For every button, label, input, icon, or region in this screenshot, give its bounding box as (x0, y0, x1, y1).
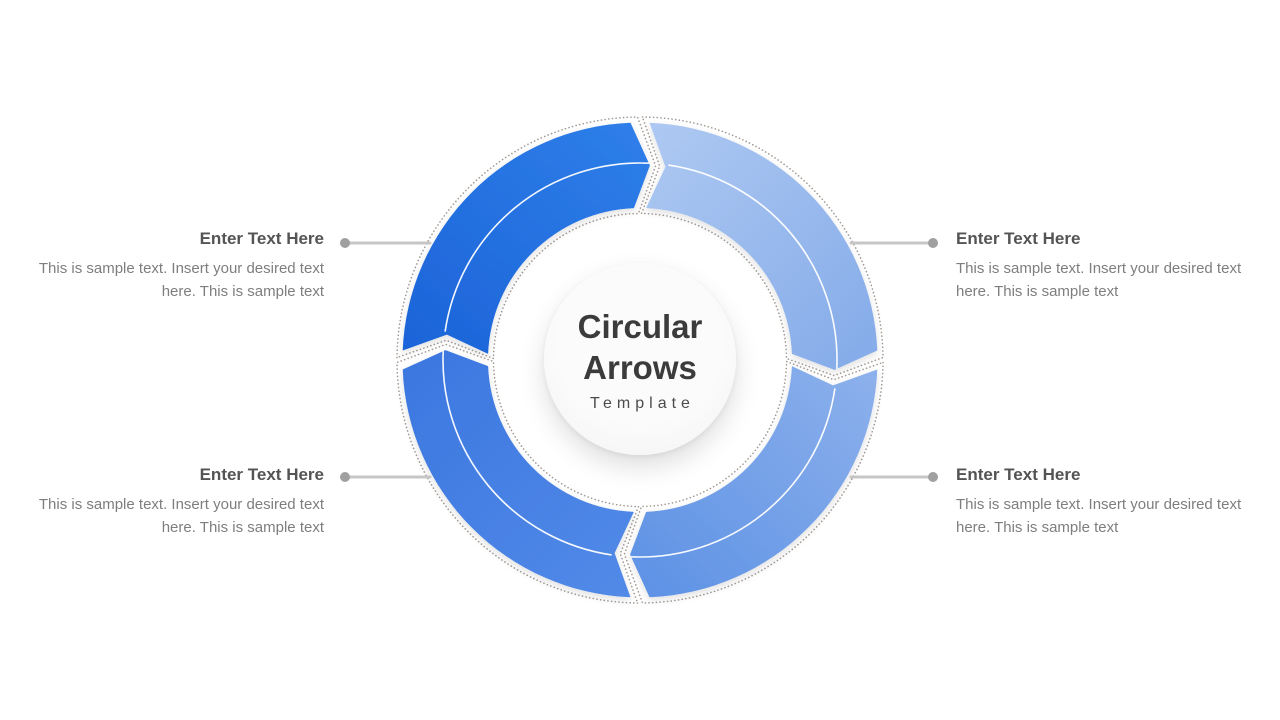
segment-divider-line-bottom-left (442, 351, 612, 556)
callout-top-left: Enter Text Here This is sample text. Ins… (34, 228, 324, 303)
segment-outline-top-right (640, 116, 884, 377)
callout-title: Enter Text Here (956, 229, 1081, 248)
callout-bottom-left: Enter Text Here This is sample text. Ins… (34, 464, 324, 539)
callout-top-right: Enter Text Here This is sample text. Ins… (956, 228, 1246, 303)
callout-title: Enter Text Here (956, 465, 1081, 484)
callout-title: Enter Text Here (199, 229, 324, 248)
segment-outline-bottom-left (396, 343, 640, 604)
callout-bottom-right: Enter Text Here This is sample text. Ins… (956, 464, 1246, 539)
connector-dot-bottom-left (340, 472, 350, 482)
segment-divider-line-bottom-right (631, 388, 836, 558)
callout-body: This is sample text. Insert your desired… (38, 496, 324, 536)
center-subtitle: Template (590, 394, 695, 412)
segment-outline-top-left (396, 116, 657, 360)
connector-dot-bottom-right (928, 472, 938, 482)
segment-outline-bottom-right (623, 360, 884, 604)
segment-bottom-right (630, 366, 878, 598)
connector-dot-top-left (340, 238, 350, 248)
center-title: Circular Arrows (577, 307, 703, 386)
segment-top-right (646, 122, 878, 370)
callout-title: Enter Text Here (199, 465, 324, 484)
center-hub: Circular Arrows Template (544, 263, 736, 455)
connector-dot-top-right (928, 238, 938, 248)
callout-body: This is sample text. Insert your desired… (956, 260, 1242, 300)
dotted-cut-outline (396, 116, 884, 604)
callout-body: This is sample text. Insert your desired… (38, 260, 324, 300)
segment-top-left (402, 122, 650, 354)
segment-divider-line-top-left (444, 162, 649, 332)
segment-bottom-left (402, 350, 634, 598)
segment-divider-line-top-right (668, 164, 838, 369)
callout-body: This is sample text. Insert your desired… (956, 496, 1242, 536)
